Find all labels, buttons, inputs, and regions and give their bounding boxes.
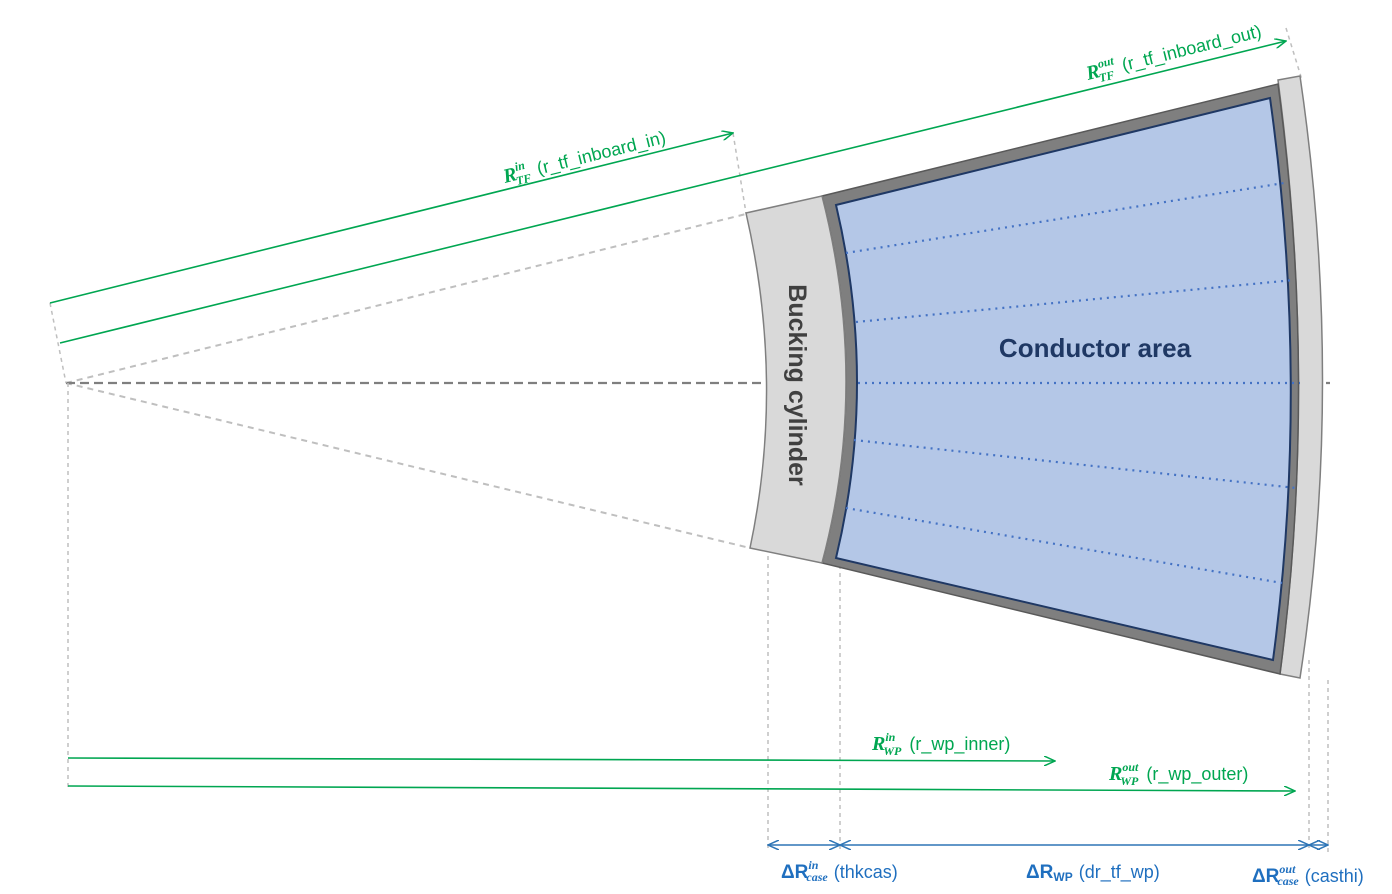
dr-case-in-sup: in xyxy=(808,858,818,872)
bucking-cylinder-label: Bucking cylinder xyxy=(783,284,811,486)
dr-case-in-sub: case xyxy=(806,870,828,884)
r-wp-out-arrow xyxy=(67,785,1295,791)
r-tf-in-sup: in xyxy=(513,158,526,174)
r-wp-out-name: (r_wp_outer) xyxy=(1146,764,1248,785)
bucking-cylinder xyxy=(745,195,847,564)
r-tf-in-name: (r_tf_inboard_in) xyxy=(535,127,668,179)
wedge-lower-guide xyxy=(65,382,751,549)
dr-case-out-sup: out xyxy=(1279,862,1296,876)
r-wp-in-symbol: R xyxy=(871,733,885,755)
dr-wp-sub: WP xyxy=(1053,870,1072,884)
wedge-upper-guide xyxy=(65,212,751,384)
dr-wp-name: (dr_tf_wp) xyxy=(1079,862,1160,883)
r-tf-out-symbol: R xyxy=(1083,60,1102,85)
r-wp-in-arrow xyxy=(67,758,1055,761)
r-wp-in-sub: WP xyxy=(883,744,902,758)
r-tf-in-arrow xyxy=(49,133,733,304)
r-tf-in-symbol: R xyxy=(500,163,519,188)
dr-case-out-name: (casthi) xyxy=(1305,866,1364,886)
dr-wp-symbol: ΔR xyxy=(1026,862,1054,883)
r-tf-out-arrow xyxy=(59,41,1286,344)
r-wp-out-sub: WP xyxy=(1120,774,1139,788)
r-wp-out-symbol: R xyxy=(1108,763,1122,785)
r-wp-in-sup: in xyxy=(885,730,895,744)
dr-case-out-symbol: ΔR xyxy=(1252,866,1280,887)
dr-case-in-name: (thkcas) xyxy=(834,862,898,882)
r-tf-out-name: (r_tf_inboard_out) xyxy=(1120,21,1264,76)
conductor-area xyxy=(834,96,1292,662)
dr-wp-label: ΔRWP (dr_tf_wp) xyxy=(1026,862,1160,884)
dr-case-out-sub: case xyxy=(1277,874,1299,888)
r-wp-out-sup: out xyxy=(1122,760,1139,774)
r-wp-in-name: (r_wp_inner) xyxy=(909,734,1010,755)
dr-case-in-symbol: ΔR xyxy=(781,862,809,883)
r-tf-in-sub: TF xyxy=(515,171,533,188)
r-tf-out-sub: TF xyxy=(1098,68,1116,85)
r-tf-out-sup: out xyxy=(1096,53,1116,71)
r-tf-in-label: RinTF(r_tf_inboard_in) xyxy=(499,123,669,191)
conductor-area-label: Conductor area xyxy=(999,333,1192,363)
projection-lines xyxy=(49,27,1329,852)
